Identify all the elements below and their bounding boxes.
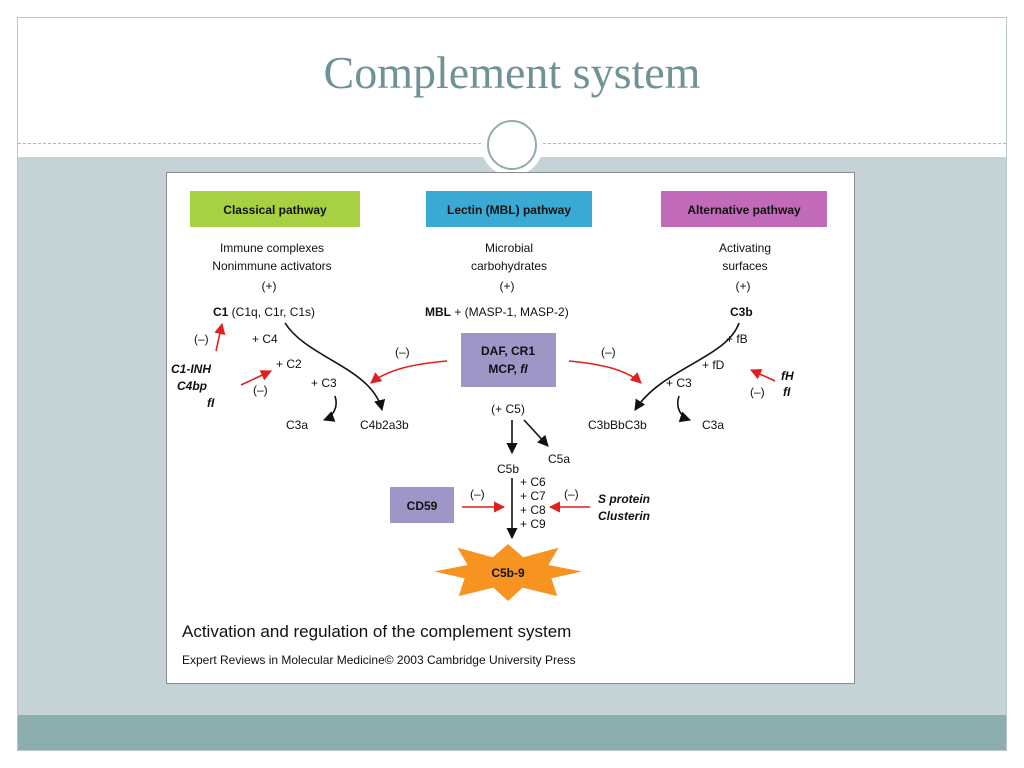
circle-ornament-icon [487,120,537,170]
lectin-header-box [426,191,592,227]
mac-burst [434,544,582,601]
alternative-minus: (–) [750,385,765,399]
classical-activator-1: Immune complexes [220,241,324,255]
classical-c2: + C2 [276,357,302,371]
classical-header-box [190,191,360,227]
lectin-plus: (+) [500,279,515,293]
classical-minus-2: (–) [253,383,268,397]
classical-fi-label: fI [207,396,215,410]
figure-credit: Expert Reviews in Molecular Medicine© 20… [182,653,576,667]
fh-label: fH [781,369,794,383]
classical-header: Classical pathway [223,203,327,217]
c5b-label: C5b [497,462,519,476]
alternative-activator-1: Activating [719,241,771,255]
alternative-cascade-curve [634,322,740,411]
mac-label: C5b-9 [491,566,525,580]
mbl-complex: MBL + (MASP-1, MASP-2) [425,305,569,319]
s-protein-label: S protein [598,492,650,506]
alternative-activator-2: surfaces [722,259,767,273]
lectin-minus-left: (–) [395,345,410,359]
c3b-label: C3b [730,305,753,319]
alternative-c3: + C3 [666,376,692,390]
fd-addition: + fD [702,358,725,372]
classical-c4b2a3b: C4b2a3b [360,418,409,432]
clusterin-label: Clusterin [598,509,650,523]
c1-inhibit-arrow [214,322,226,352]
c5-addition: (+ C5) [491,402,525,416]
classical-c4: + C4 [252,332,278,346]
c9-addition: + C9 [520,517,546,531]
alternative-c3a-arrow [676,395,692,423]
c5a-label: C5a [548,452,570,466]
alternative-header: Alternative pathway [687,203,801,217]
diagram-canvas: Classical pathway Lectin (MBL) pathway A… [171,191,827,667]
cd59-label: CD59 [407,499,438,513]
c2-inhibit-arrow [240,370,273,386]
classical-cascade-curve [284,322,386,412]
classical-activator-2: Nonimmune activators [212,259,331,273]
complement-diagram: Classical pathway Lectin (MBL) pathway A… [166,172,855,684]
classical-plus: (+) [262,279,277,293]
alternative-c3a: C3a [702,418,724,432]
alternative-c3bbbc3b: C3bBbC3b [588,418,647,432]
figure-caption: Activation and regulation of the complem… [182,622,571,641]
regulators-box [461,333,556,387]
lectin-minus-right: (–) [601,345,616,359]
lectin-activator-1: Microbial [485,241,533,255]
classical-c3a: C3a [286,418,308,432]
c8-addition: + C8 [520,503,546,517]
alternative-header-box [661,191,827,227]
c6-addition: + C6 [520,475,546,489]
c1-complex: C1 (C1q, C1r, C1s) [213,305,315,319]
lectin-header: Lectin (MBL) pathway [447,203,571,217]
alternative-plus: (+) [736,279,751,293]
footer-bar [18,715,1006,750]
s-protein-minus: (–) [564,487,579,501]
slide-title: Complement system [323,47,701,98]
regulators-line-2: MCP, fI [488,362,528,376]
regulators-line-1: DAF, CR1 [481,344,535,358]
regulators-inhibit-left-arrow [370,360,448,384]
fh-inhibit-arrow [749,369,776,382]
regulators-inhibit-right-arrow [568,360,642,384]
c5a-arrow [523,419,549,447]
lectin-activator-2: carbohydrates [471,259,547,273]
c4bp-label: C4bp [177,379,207,393]
alternative-fi-label: fI [783,385,791,399]
cd59-minus: (–) [470,487,485,501]
classical-minus-1: (–) [194,332,209,346]
c1-inh-label: C1-INH [171,362,211,376]
classical-c3a-arrow [322,395,337,422]
cd59-box [390,487,454,523]
c7-addition: + C7 [520,489,546,503]
classical-c3: + C3 [311,376,337,390]
